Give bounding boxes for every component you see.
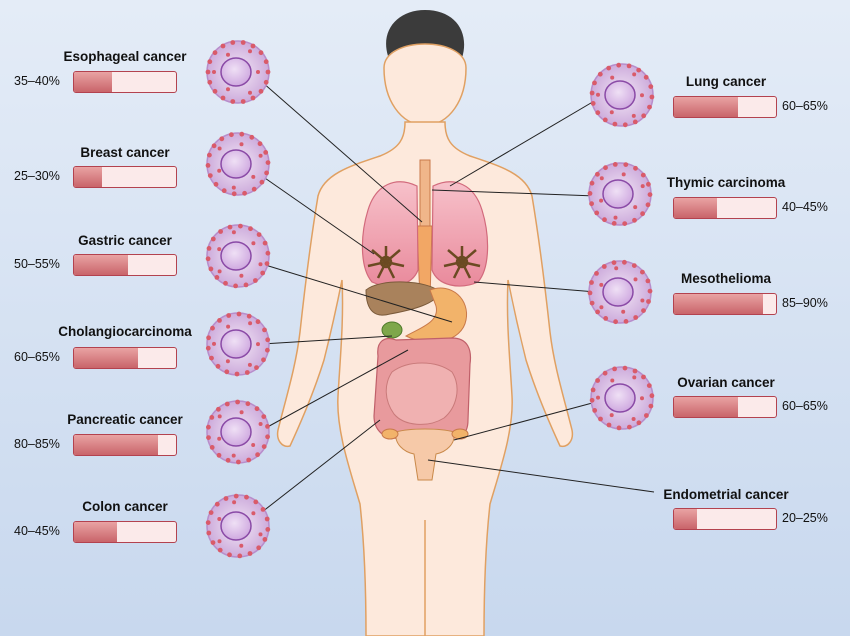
body-silhouette (276, 10, 574, 636)
small-intestine (385, 362, 458, 425)
connector-thymic (431, 189, 597, 197)
survival-bar-endometrial-cancer (673, 508, 777, 530)
connector-lines (261, 81, 655, 513)
cell-icon-breast-cancer (205, 131, 271, 197)
connector-colon (261, 419, 381, 513)
cell-icon-mesothelioma (587, 259, 653, 325)
survival-bar-mesothelioma (673, 293, 777, 315)
percent-pancreatic-cancer: 80–85% (14, 437, 60, 451)
survival-bar-fill (74, 522, 118, 542)
connector-lung (449, 99, 597, 187)
survival-bar-fill (674, 97, 738, 117)
label-gastric-cancer: Gastric cancer (78, 233, 172, 248)
connector-cholangio (261, 335, 393, 345)
cell-icon-ovarian-cancer (589, 365, 655, 431)
liver (365, 281, 441, 316)
survival-bar-esophageal-cancer (73, 71, 177, 93)
cell-icon-cholangiocarcinoma (205, 311, 271, 377)
label-pancreatic-cancer: Pancreatic cancer (67, 412, 183, 427)
survival-bar-fill (74, 72, 113, 92)
survival-bar-thymic-carcinoma (673, 197, 777, 219)
gallbladder (381, 321, 403, 339)
percent-endometrial-cancer: 20–25% (782, 511, 828, 525)
right-lung-tumor (443, 246, 481, 279)
survival-bar-fill (674, 509, 697, 529)
uterus (395, 428, 455, 481)
survival-bar-fill (674, 294, 764, 314)
trachea (419, 159, 431, 227)
label-lung-cancer: Lung cancer (685, 74, 767, 89)
head (383, 43, 467, 127)
connector-breast (261, 175, 375, 255)
percent-gastric-cancer: 50–55% (14, 257, 60, 271)
survival-bar-fill (74, 348, 138, 368)
cell-icon-lung-cancer (589, 62, 655, 128)
organs (361, 159, 489, 481)
label-thymic-carcinoma: Thymic carcinoma (666, 175, 786, 190)
label-ovarian-cancer: Ovarian cancer (677, 375, 775, 390)
survival-bar-cholangiocarcinoma (73, 347, 177, 369)
percent-mesothelioma: 85–90% (782, 296, 828, 310)
right-lung (431, 181, 489, 287)
survival-bar-colon-cancer (73, 521, 177, 543)
connector-esophageal (261, 81, 423, 223)
connector-gastric (261, 263, 453, 323)
label-cholangiocarcinoma: Cholangiocarcinoma (58, 324, 192, 339)
connector-pancreatic (261, 349, 409, 431)
label-breast-cancer: Breast cancer (80, 145, 170, 160)
percent-cholangiocarcinoma: 60–65% (14, 350, 60, 364)
left-lung-tumor (367, 246, 405, 279)
label-mesothelioma: Mesothelioma (680, 271, 772, 286)
survival-bar-fill (74, 255, 128, 275)
label-endometrial-cancer: Endometrial cancer (663, 487, 789, 502)
survival-bar-ovarian-cancer (673, 396, 777, 418)
survival-bar-pancreatic-cancer (73, 434, 177, 456)
survival-bar-fill (74, 435, 159, 455)
survival-bar-breast-cancer (73, 166, 177, 188)
connector-endometrial (427, 459, 655, 493)
percent-lung-cancer: 60–65% (782, 99, 828, 113)
cell-icon-esophageal-cancer (205, 40, 271, 104)
percent-breast-cancer: 25–30% (14, 169, 60, 183)
cell-icon-thymic-carcinoma (587, 162, 653, 227)
survival-bar-fill (674, 198, 718, 218)
survival-bar-fill (674, 397, 738, 417)
label-colon-cancer: Colon cancer (82, 499, 168, 514)
percent-colon-cancer: 40–45% (14, 524, 60, 538)
survival-bar-lung-cancer (673, 96, 777, 118)
percent-thymic-carcinoma: 40–45% (782, 200, 828, 214)
connector-ovarian (453, 401, 597, 441)
left-ovary (381, 428, 399, 440)
cell-icon-gastric-cancer (205, 223, 271, 289)
cell-icon-colon-cancer (205, 493, 271, 559)
percent-ovarian-cancer: 60–65% (782, 399, 828, 413)
label-esophageal-cancer: Esophageal cancer (63, 49, 187, 64)
connector-mesothelioma (473, 281, 597, 293)
cancer-cells (205, 40, 655, 559)
survival-bar-fill (74, 167, 103, 187)
right-ovary (451, 428, 469, 440)
percent-esophageal-cancer: 35–40% (14, 74, 60, 88)
survival-bar-gastric-cancer (73, 254, 177, 276)
cell-icon-pancreatic-cancer (206, 399, 270, 465)
